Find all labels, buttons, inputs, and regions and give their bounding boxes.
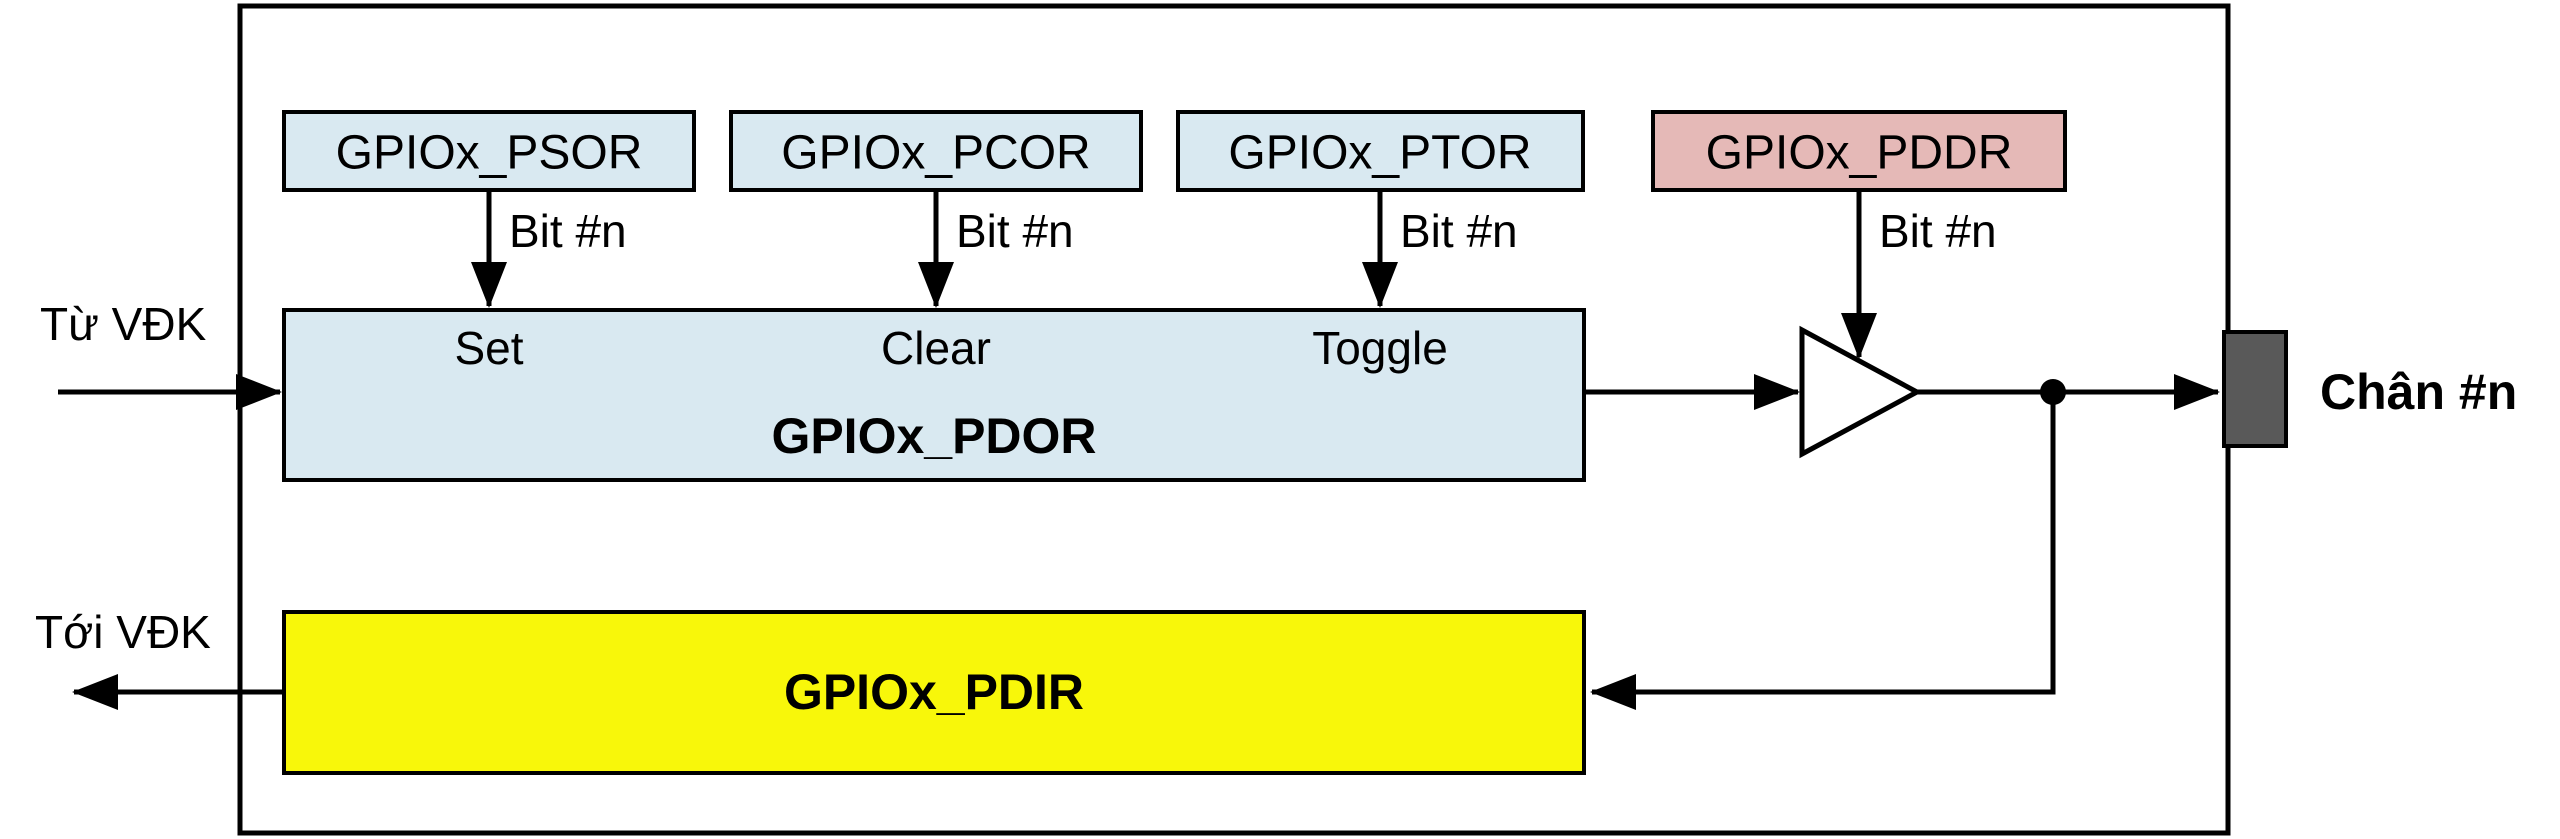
- psor-label: GPIOx_PSOR: [336, 127, 643, 180]
- ptor-bit-label: Bit #n: [1400, 205, 1518, 257]
- pcor-bit-label: Bit #n: [956, 205, 1074, 257]
- pin-label: Chân #n: [2320, 364, 2517, 420]
- pin-rect: [2222, 330, 2288, 448]
- ptor-rect: [1176, 110, 1585, 192]
- pcor-label: GPIOx_PCOR: [781, 127, 1090, 180]
- pddr-bit-label: Bit #n: [1879, 205, 1997, 257]
- pdor-toggle-label: Toggle: [1312, 322, 1448, 374]
- register-psor-box: GPIOx_PSOR: [282, 110, 696, 192]
- pddr-label: GPIOx_PDDR: [1706, 127, 2013, 180]
- register-pdor-box: Set Clear Toggle GPIOx_PDOR: [282, 308, 1586, 482]
- register-pddr-box: GPIOx_PDDR: [1651, 110, 2067, 192]
- output-buffer-triangle: [1799, 325, 1923, 459]
- register-ptor-box: GPIOx_PTOR: [1176, 110, 1585, 192]
- pdor-clear-label: Clear: [881, 322, 991, 374]
- feedback-wire: [1590, 392, 2056, 710]
- from-mcu-label: Từ VĐK: [40, 298, 207, 350]
- pdor-set-label: Set: [454, 322, 523, 374]
- pddr-rect: [1651, 110, 2067, 192]
- to-mcu-label: Tới VĐK: [35, 606, 211, 658]
- register-pdir-box: GPIOx_PDIR: [282, 610, 1586, 775]
- pdor-rect: [282, 308, 1586, 482]
- pdir-label: GPIOx_PDIR: [784, 664, 1084, 720]
- register-pcor-box: GPIOx_PCOR: [729, 110, 1143, 192]
- ptor-label: GPIOx_PTOR: [1228, 127, 1531, 180]
- psor-bit-label: Bit #n: [509, 205, 627, 257]
- pdor-label: GPIOx_PDOR: [771, 408, 1096, 464]
